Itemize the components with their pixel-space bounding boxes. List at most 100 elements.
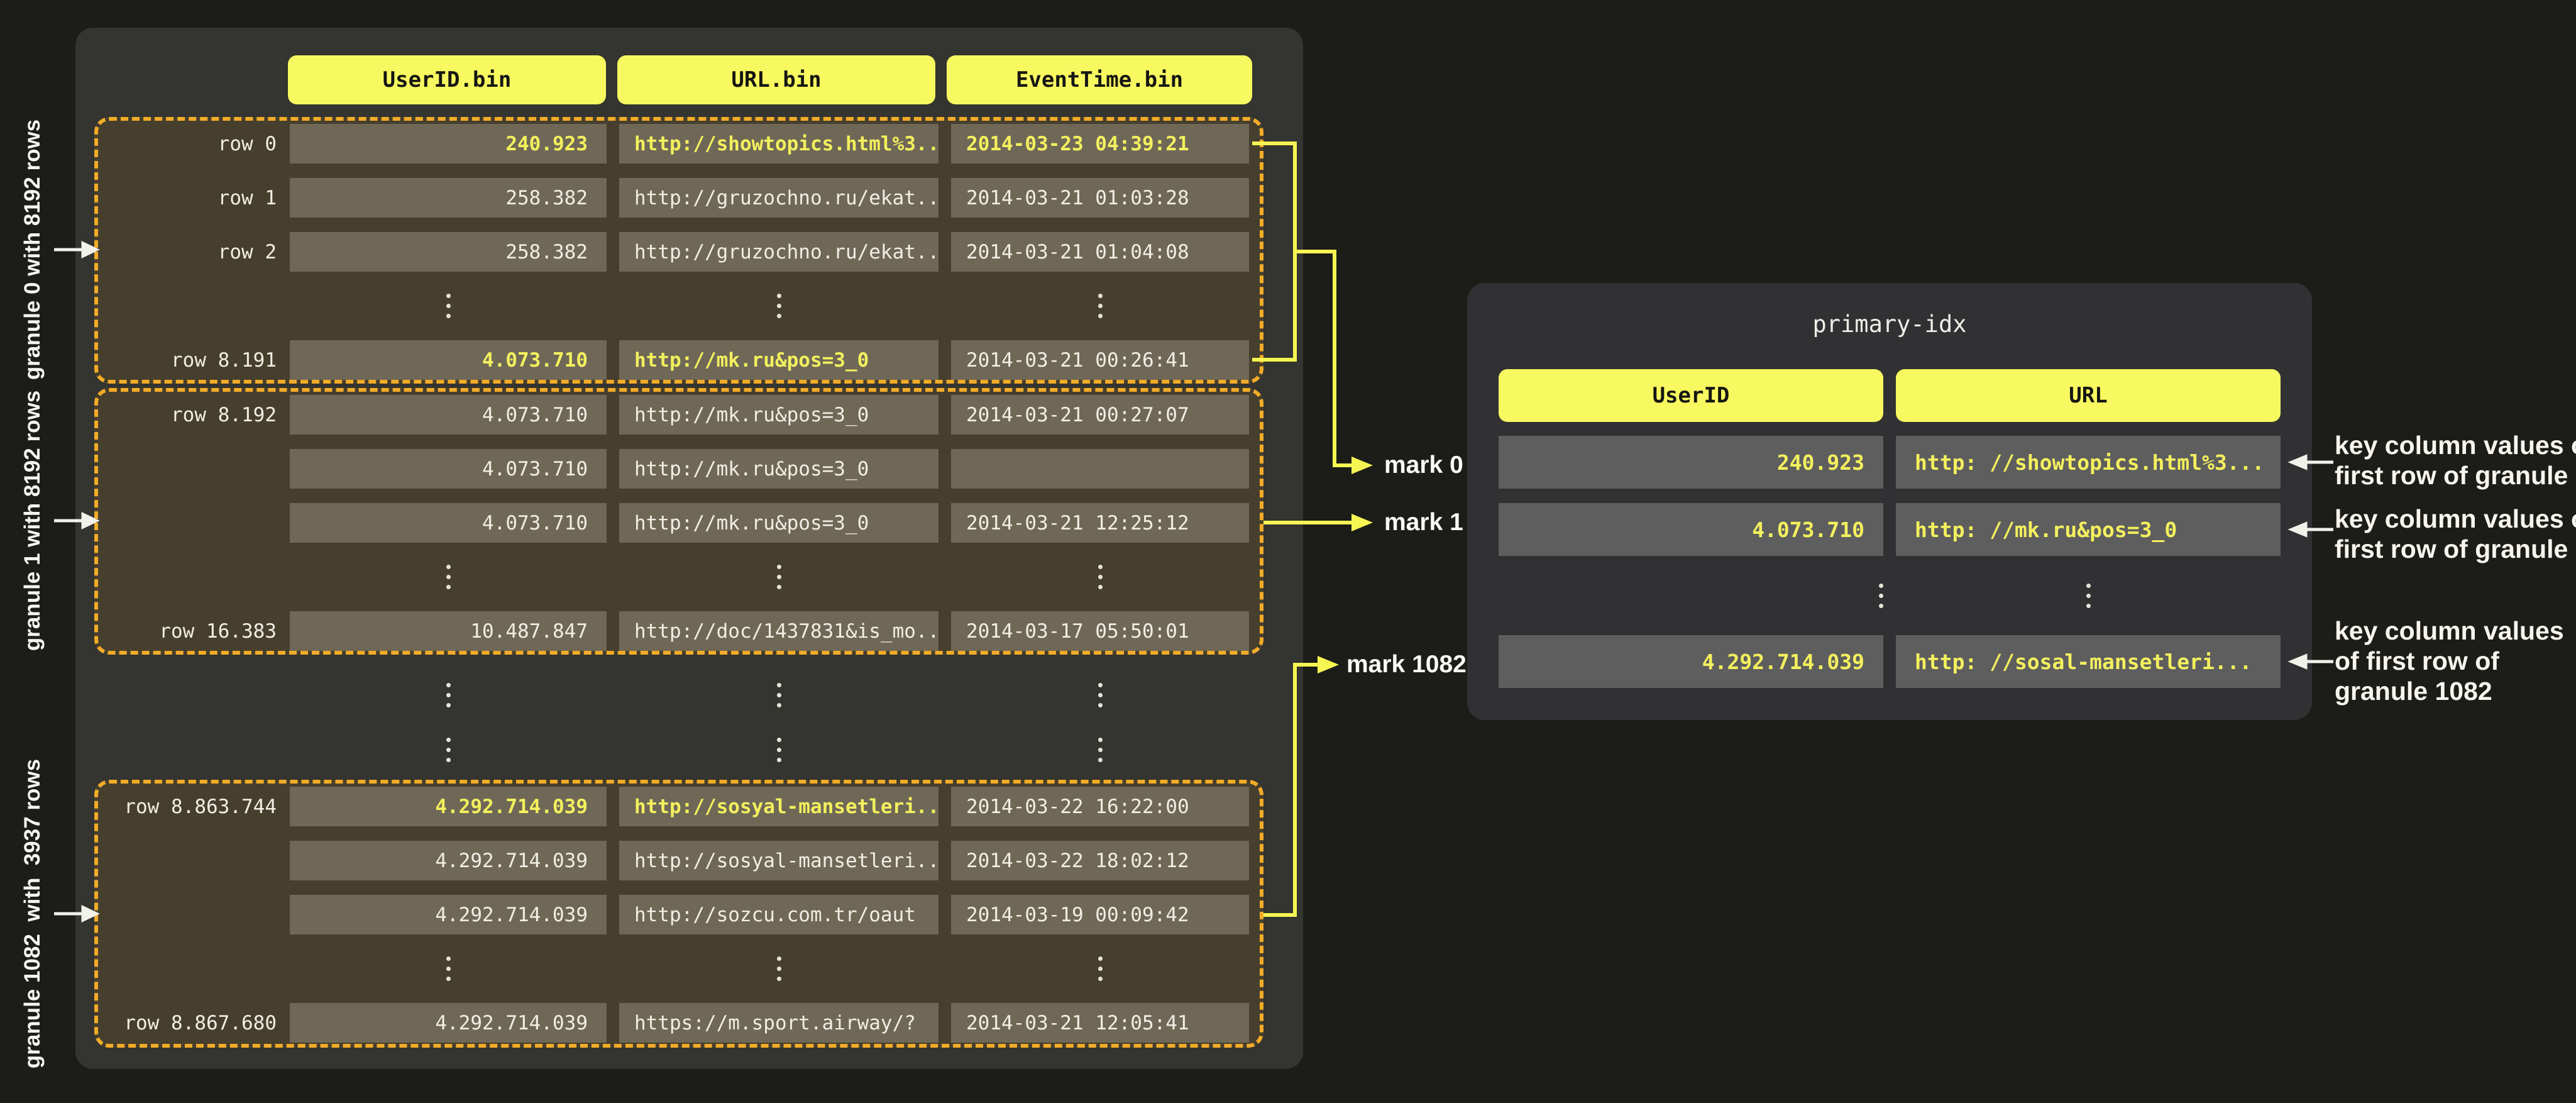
header-pill-eventtime-bin: EventTime.bin (947, 55, 1252, 104)
ellipsis-row (1499, 569, 2281, 622)
cell-event-time: 2014-03-21 00:26:41 (951, 340, 1249, 380)
granule-0-box: row 0 240.923 http://showtopics.html%3..… (94, 117, 1263, 384)
ellipsis-icon (446, 683, 451, 707)
row-label (98, 449, 290, 489)
header-pill-userid-bin: UserID.bin (288, 55, 606, 104)
cell-event-time: 2014-03-21 00:27:07 (951, 395, 1249, 435)
ellipsis-row (98, 286, 1260, 326)
ellipsis-icon (1098, 683, 1103, 707)
cell-user-id: 4.292.714.039 (290, 841, 607, 880)
row-label: row 0 (217, 132, 277, 155)
row-label (98, 895, 290, 934)
index-cell-url: http: //sosal-mansetleri... (1896, 635, 2281, 688)
ellipsis-icon (446, 294, 451, 318)
index-row: 4.073.710 http: //mk.ru&pos=3_0 (1499, 503, 2281, 556)
cell-user-id: 4.073.710 (290, 340, 607, 380)
ellipsis-icon (2086, 583, 2091, 608)
ellipsis-row (98, 675, 1260, 715)
cell-url: http://mk.ru&pos=3_0 (619, 449, 938, 489)
row-label: row 1 (217, 186, 277, 209)
cell-user-id: 4.073.710 (290, 449, 607, 489)
cell-user-id: 4.292.714.039 (290, 895, 607, 934)
index-cell-user-id: 4.292.714.039 (1499, 635, 1883, 688)
cell-user-id: 4.292.714.039 (290, 1003, 607, 1043)
cell-user-id: 4.292.714.039 (290, 787, 607, 826)
cell-event-time: 2014-03-21 01:04:08 (951, 232, 1249, 272)
table-row: row 8.192 4.073.710 http://mk.ru&pos=3_0… (98, 395, 1260, 435)
cell-url: http://sosyal-mansetleri... (619, 841, 938, 880)
row-label (98, 841, 290, 880)
mark-1082-arrowhead-icon (1318, 656, 1339, 673)
row-label: row 2 (217, 240, 277, 263)
cell-user-id: 240.923 (290, 124, 607, 164)
annotation-granule-1: key column values of first row of granul… (2335, 504, 2576, 563)
ellipsis-row (98, 730, 1260, 770)
mark-0-label: mark 0 (1384, 452, 1463, 479)
cell-event-time: 2014-03-21 12:25:12 (951, 503, 1249, 543)
ellipsis-icon (776, 956, 781, 981)
cell-event-time: 2014-03-17 05:50:01 (951, 611, 1249, 651)
table-row: row 0 240.923 http://showtopics.html%3..… (98, 124, 1260, 164)
table-row: 4.073.710 http://mk.ru&pos=3_0 2014-03-2… (98, 503, 1260, 543)
ellipsis-icon (776, 738, 781, 762)
granule-1-box: row 8.192 4.073.710 http://mk.ru&pos=3_0… (94, 388, 1263, 655)
mark-0-arrowhead-icon (1351, 457, 1373, 474)
index-cell-url: http: //mk.ru&pos=3_0 (1896, 503, 2281, 556)
row-label: row 8.191 (171, 348, 277, 372)
row-label (98, 503, 290, 543)
table-row: 4.073.710 http://mk.ru&pos=3_0 (98, 449, 1260, 489)
granule-1082-side-label: granule 1082 with 3937 rows (20, 758, 45, 1069)
cell-event-time: 2014-03-22 16:22:00 (951, 787, 1249, 826)
row-label: row 8.863.744 (124, 795, 277, 818)
cell-user-id: 4.073.710 (290, 395, 607, 435)
cell-event-time: 2014-03-21 12:05:41 (951, 1003, 1249, 1043)
cell-url: https://m.sport.airway/? (619, 1003, 938, 1043)
granule-1082-box: row 8.863.744 4.292.714.039 http://sosya… (94, 780, 1263, 1048)
cell-url: http://mk.ru&pos=3_0 (619, 340, 938, 380)
index-row: 240.923 http: //showtopics.html%3... (1499, 436, 2281, 489)
ellipsis-row (98, 557, 1260, 597)
table-row: row 16.383 10.487.847 http://doc/1437831… (98, 611, 1260, 651)
header-pill-userid: UserID (1499, 369, 1883, 422)
cell-event-time (951, 449, 1249, 489)
table-row: row 8.191 4.073.710 http://mk.ru&pos=3_0… (98, 340, 1260, 380)
index-cell-url: http: //showtopics.html%3... (1896, 436, 2281, 489)
cell-url: http://mk.ru&pos=3_0 (619, 503, 938, 543)
cell-url: http://mk.ru&pos=3_0 (619, 395, 938, 435)
mark-1082-label: mark 1082 (1346, 651, 1467, 678)
cell-url: http://showtopics.html%3... (619, 124, 938, 164)
table-row: 4.292.714.039 http://sozcu.com.tr/oaut 2… (98, 895, 1260, 934)
ellipsis-icon (1098, 738, 1103, 762)
row-label: row 8.192 (171, 403, 277, 426)
table-row: row 1 258.382 http://gruzochno.ru/ekat..… (98, 178, 1260, 218)
mark-1-arrowhead-icon (1351, 514, 1373, 531)
ellipsis-icon (1098, 565, 1103, 589)
row-label: row 8.867.680 (124, 1011, 277, 1034)
cell-user-id: 258.382 (290, 178, 607, 218)
annotation-granule-1082: key column values of first row of granul… (2335, 616, 2564, 706)
cell-user-id: 4.073.710 (290, 503, 607, 543)
table-row: row 2 258.382 http://gruzochno.ru/ekat..… (98, 232, 1260, 272)
ellipsis-icon (1879, 583, 1883, 608)
cell-url: http://gruzochno.ru/ekat... (619, 178, 938, 218)
row-label: row 16.383 (159, 619, 277, 643)
cell-url: http://sosyal-mansetleri... (619, 787, 938, 826)
index-cell-user-id: 240.923 (1499, 436, 1883, 489)
index-cell-user-id: 4.073.710 (1499, 503, 1883, 556)
header-pill-url-bin: URL.bin (617, 55, 935, 104)
ellipsis-icon (776, 683, 781, 707)
ellipsis-icon (1098, 294, 1103, 318)
ellipsis-icon (776, 294, 781, 318)
ellipsis-icon (446, 565, 451, 589)
table-row: 4.292.714.039 http://sosyal-mansetleri..… (98, 841, 1260, 880)
ellipsis-icon (446, 956, 451, 981)
cell-user-id: 258.382 (290, 232, 607, 272)
ellipsis-row (98, 949, 1260, 989)
table-row: row 8.863.744 4.292.714.039 http://sosya… (98, 787, 1260, 826)
cell-url: http://doc/1437831&is_mo... (619, 611, 938, 651)
mark-1-label: mark 1 (1384, 509, 1463, 536)
ellipsis-icon (446, 738, 451, 762)
cell-user-id: 10.487.847 (290, 611, 607, 651)
cell-event-time: 2014-03-22 18:02:12 (951, 841, 1249, 880)
